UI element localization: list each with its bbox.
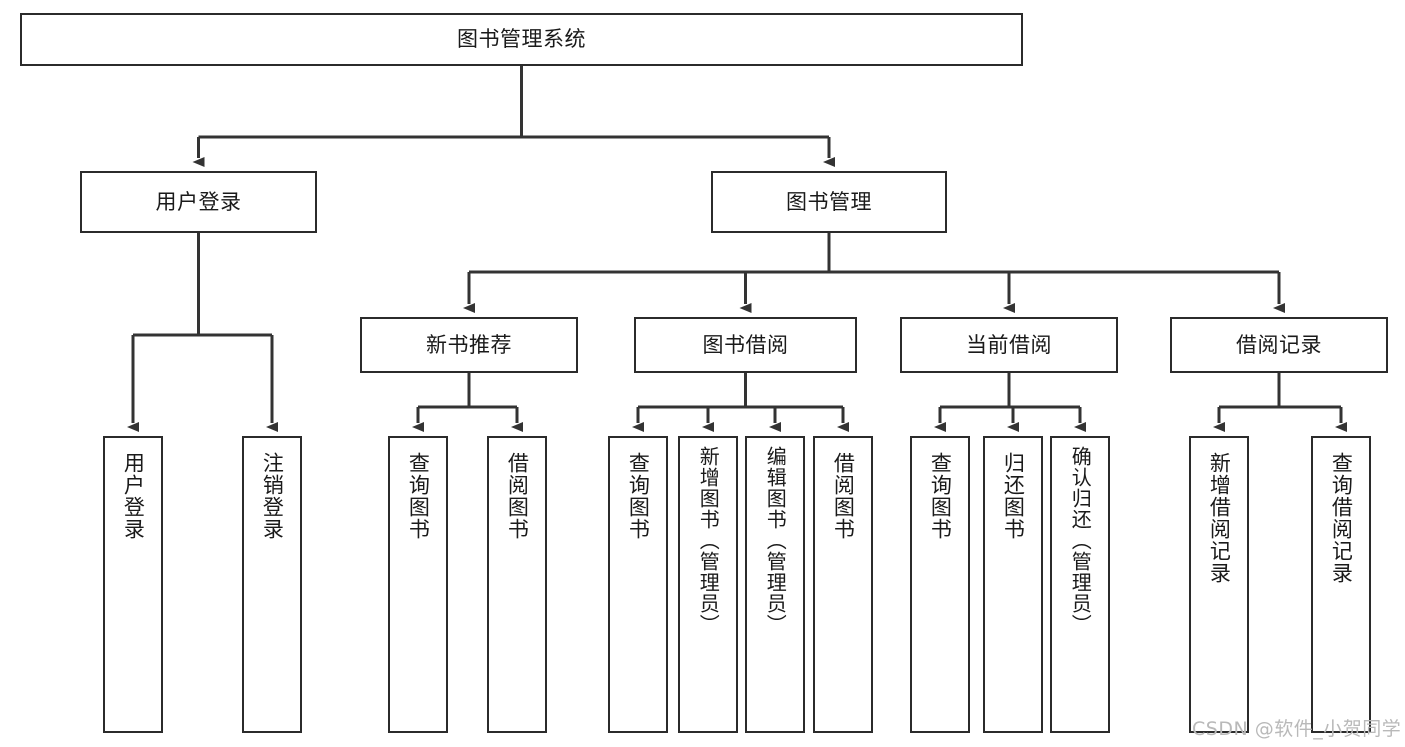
node-label: 注销登录 <box>260 452 285 540</box>
node-label: 确认归还（管理员） <box>1068 446 1093 635</box>
node-label: 当前借阅 <box>966 332 1052 357</box>
node-leaf-add-borrow-record[interactable]: 新增借阅记录 <box>1189 436 1249 733</box>
node-label: 借阅图书 <box>505 452 530 540</box>
node-leaf-logout-login[interactable]: 注销登录 <box>242 436 302 733</box>
node-label: 新书推荐 <box>426 332 512 357</box>
node-new-book-recommend[interactable]: 新书推荐 <box>360 317 578 373</box>
node-leaf-query-book-borrow[interactable]: 查询图书 <box>608 436 668 733</box>
node-leaf-add-book-admin[interactable]: 新增图书（管理员） <box>678 436 738 733</box>
node-leaf-borrow-book[interactable]: 借阅图书 <box>813 436 873 733</box>
node-leaf-query-book-recommend[interactable]: 查询图书 <box>388 436 448 733</box>
node-current-borrow[interactable]: 当前借阅 <box>900 317 1118 373</box>
node-label: 查询图书 <box>928 452 953 540</box>
node-book-borrow[interactable]: 图书借阅 <box>634 317 857 373</box>
node-leaf-user-login[interactable]: 用户登录 <box>103 436 163 733</box>
node-book-management[interactable]: 图书管理 <box>711 171 947 233</box>
node-label: 用户登录 <box>121 452 146 540</box>
node-borrow-record[interactable]: 借阅记录 <box>1170 317 1388 373</box>
node-label: 查询借阅记录 <box>1329 452 1354 584</box>
node-label: 图书管理 <box>786 189 872 214</box>
node-label: 图书管理系统 <box>457 27 586 52</box>
node-user-login[interactable]: 用户登录 <box>80 171 317 233</box>
node-label: 查询图书 <box>406 452 431 540</box>
node-leaf-return-book[interactable]: 归还图书 <box>983 436 1043 733</box>
node-label: 借阅记录 <box>1236 332 1322 357</box>
node-leaf-borrow-book-recommend[interactable]: 借阅图书 <box>487 436 547 733</box>
node-label: 查询图书 <box>626 452 651 540</box>
node-label: 归还图书 <box>1001 452 1026 540</box>
node-leaf-confirm-return-admin[interactable]: 确认归还（管理员） <box>1050 436 1110 733</box>
node-label: 借阅图书 <box>831 452 856 540</box>
watermark: CSDN @软件_小贺同学 <box>1192 718 1402 740</box>
node-leaf-edit-book-admin[interactable]: 编辑图书（管理员） <box>745 436 805 733</box>
node-label: 用户登录 <box>155 189 242 214</box>
node-label: 新增借阅记录 <box>1207 452 1232 584</box>
node-leaf-query-borrow-record[interactable]: 查询借阅记录 <box>1311 436 1371 733</box>
node-root[interactable]: 图书管理系统 <box>20 13 1023 66</box>
node-label: 编辑图书（管理员） <box>763 446 788 635</box>
node-label: 新增图书（管理员） <box>696 446 721 635</box>
node-label: 图书借阅 <box>702 332 789 357</box>
node-leaf-query-book-current[interactable]: 查询图书 <box>910 436 970 733</box>
